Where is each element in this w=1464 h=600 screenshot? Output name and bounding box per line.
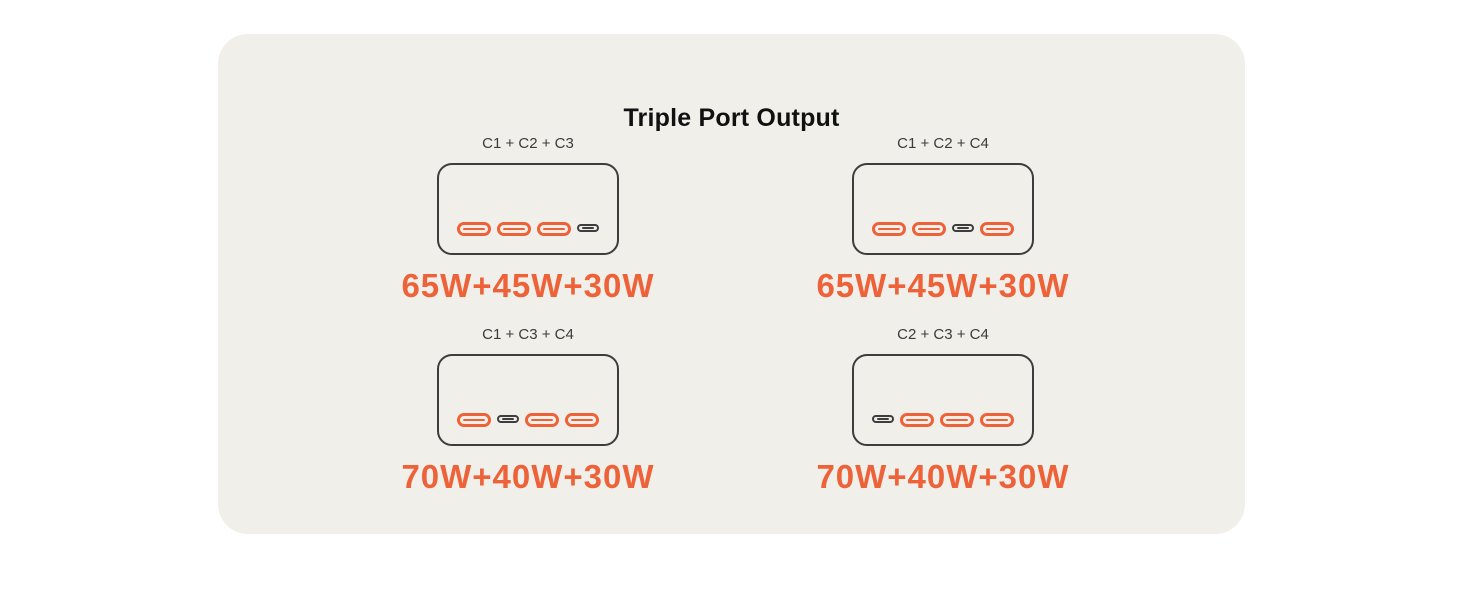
usb-c-port-active-icon [457,222,491,236]
port-combo-label: C1 + C2 + C4 [897,135,989,152]
usb-c-port-inactive-icon [952,224,974,232]
port-combo-label: C1 + C3 + C4 [482,326,574,343]
triple-port-card: Triple Port Output C1 + C2 + C3 65W+45W+… [218,34,1245,534]
usb-c-port-inactive-icon [872,415,894,423]
power-output: 70W+40W+30W [816,458,1070,495]
usb-c-port-inactive-icon [577,224,599,232]
usb-c-port-active-icon [525,413,559,427]
usb-c-port-active-icon [497,222,531,236]
power-output: 65W+45W+30W [816,267,1070,304]
usb-c-port-active-icon [872,222,906,236]
charger-device-icon [852,354,1034,446]
power-output: 70W+40W+30W [401,458,655,495]
config-c1-c2-c3: C1 + C2 + C3 65W+45W+30W [368,134,688,305]
port-row [439,222,617,236]
usb-c-port-active-icon [900,413,934,427]
charger-device-icon [852,163,1034,255]
config-c1-c3-c4: C1 + C3 + C4 70W+40W+30W [368,325,688,496]
usb-c-port-active-icon [537,222,571,236]
usb-c-port-active-icon [940,413,974,427]
port-row [854,222,1032,236]
usb-c-port-active-icon [980,413,1014,427]
usb-c-port-active-icon [565,413,599,427]
charger-device-icon [437,354,619,446]
usb-c-port-active-icon [457,413,491,427]
port-row [439,413,617,427]
charger-device-icon [437,163,619,255]
usb-c-port-inactive-icon [497,415,519,423]
power-output: 65W+45W+30W [401,267,655,304]
config-c2-c3-c4: C2 + C3 + C4 70W+40W+30W [783,325,1103,496]
config-c1-c2-c4: C1 + C2 + C4 65W+45W+30W [783,134,1103,305]
port-combo-label: C1 + C2 + C3 [482,135,574,152]
usb-c-port-active-icon [980,222,1014,236]
section-title: Triple Port Output [623,104,840,132]
usb-c-port-active-icon [912,222,946,236]
port-combo-label: C2 + C3 + C4 [897,326,989,343]
port-row [854,413,1032,427]
